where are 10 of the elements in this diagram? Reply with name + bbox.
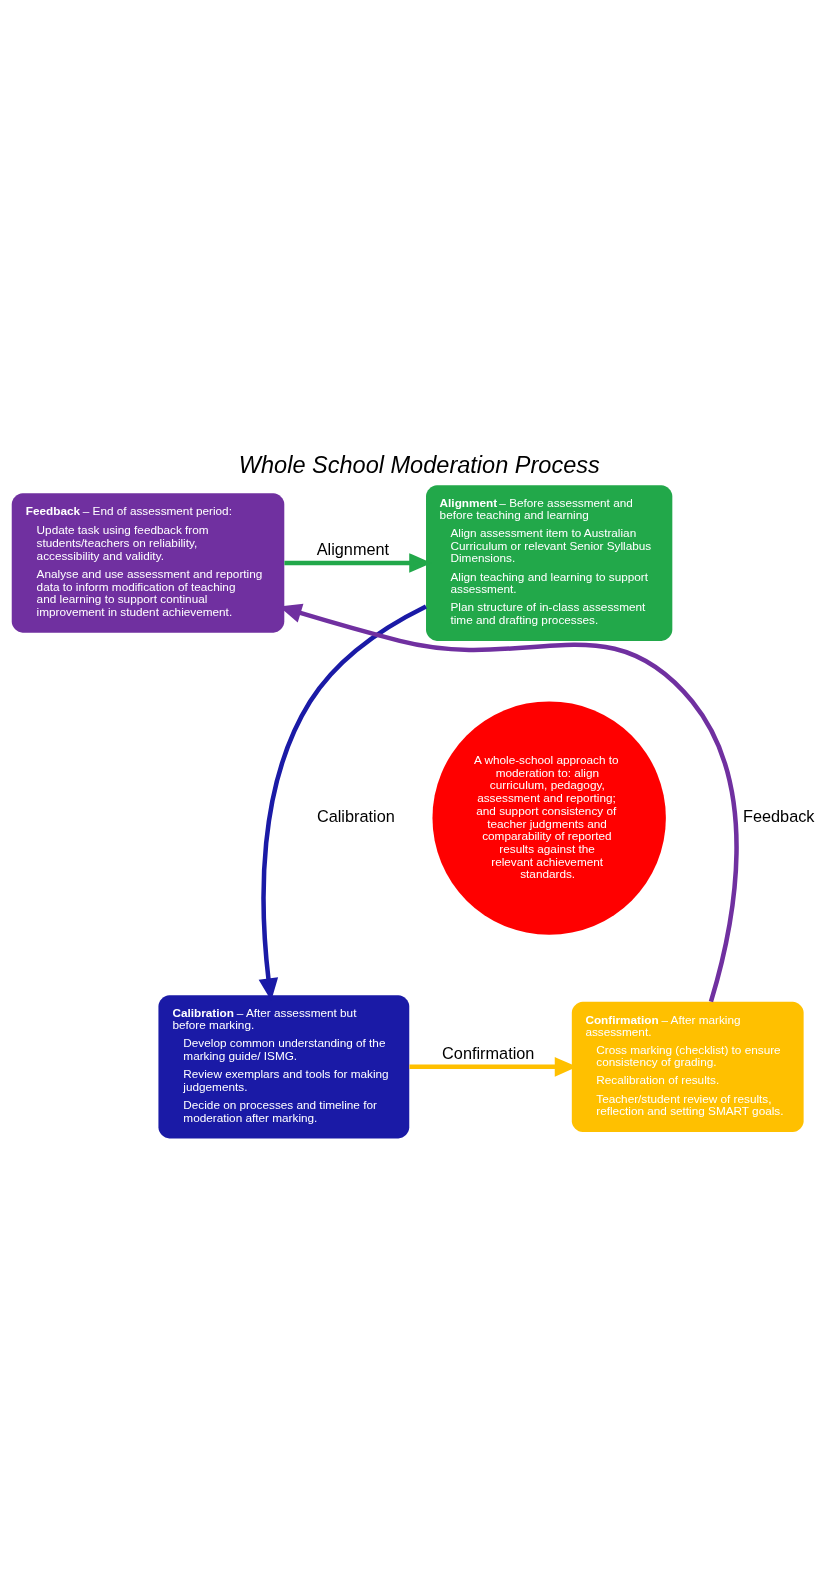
- node-box: Feedback – End of assessment period: Update task using feedback from students/teachers on reliability, accessibility and validity. Analyse and use assessment and reporting data to inform modification of teaching and learning to support continual improvement in student achievement.: [11, 493, 285, 633]
- node-box: Calibration – After assessment but before marking. Develop common understanding of the marking guide/ ISMG. Review exemplars and tools for making judgements. Decide on processes and timeline for moderation after marking.: [158, 995, 410, 1139]
- edge-label: Confirmation: [442, 1044, 535, 1063]
- edge-label: Alignment: [316, 540, 390, 559]
- diagram-title: Whole School Moderation Process: [238, 452, 600, 479]
- edge-label: Calibration: [316, 807, 395, 826]
- node-circle: A whole-school approach to moderation to: align curriculum, pedagogy, assessment and reporting; and support consistency of teacher judgments and comparability of reported results against the relevant achievement standards.: [432, 701, 666, 935]
- edge-label: Feedback: [742, 807, 815, 826]
- node-box: Confirmation– After marking assessment. Cross marking (checklist) to ensure consistency of grading. Recalibration of results. Teacher/student review of results, reflection and setting SMART goals.: [571, 1001, 804, 1133]
- node-box: Alignment – Before assessment and before teaching and learning Align assessment item to Australian Curriculum or relevant Senior Syllabus Dimensions. Align teaching and learning to support assessment. Plan structure of in-class assessment time and drafting processes.: [426, 485, 673, 641]
